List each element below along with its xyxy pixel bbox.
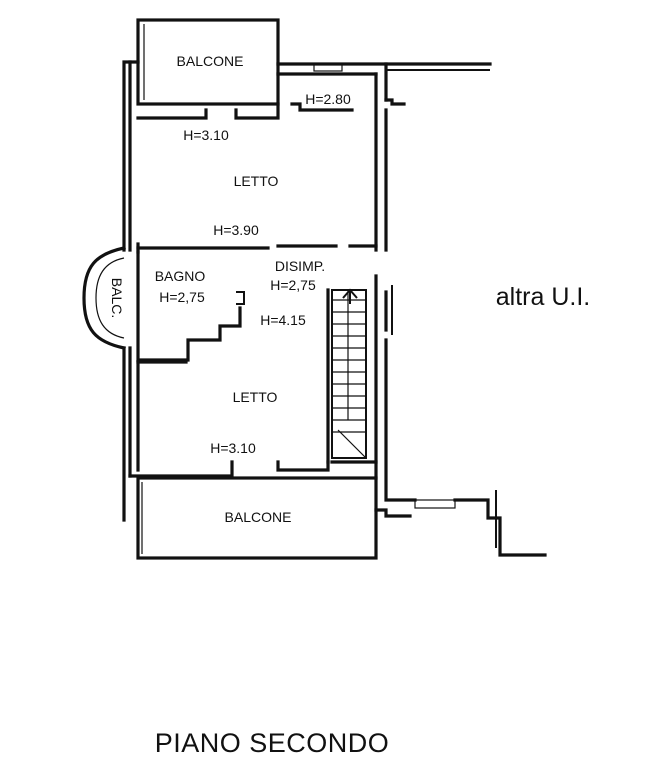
small-balcony-label: BALC. [109, 278, 125, 318]
small-balcony [82, 246, 126, 350]
balcony-bottom-label: BALCONE [225, 509, 292, 525]
outer-walls [122, 60, 547, 557]
height-top-right-label: H=2.80 [305, 91, 351, 107]
window-top [313, 63, 343, 72]
hallway-label: DISIMP. [275, 258, 325, 274]
balcony-top-label: BALCONE [177, 53, 244, 69]
height-top-bedroom-bottom-label: H=3.90 [213, 222, 259, 238]
stairs [326, 288, 367, 464]
height-stairs-label: H=4.15 [260, 312, 306, 328]
balcony-bottom [136, 476, 378, 560]
bedroom-top-label: LETTO [234, 173, 279, 189]
bathroom-label: BAGNO [155, 268, 206, 284]
bedroom-top [136, 102, 378, 254]
height-bottom-bedroom-label: H=3.10 [210, 440, 256, 456]
height-top-bedroom-label: H=3.10 [183, 127, 229, 143]
bedroom-bottom-label: LETTO [233, 389, 278, 405]
bedroom-bottom [128, 360, 378, 478]
floor-title: PIANO SECONDO [155, 728, 390, 758]
hallway-height-label: H=2,75 [270, 277, 316, 293]
window-bottom-right [414, 499, 456, 509]
bathroom [136, 250, 245, 362]
bathroom-height-label: H=2,75 [159, 289, 205, 305]
other-unit-label: altra U.I. [496, 283, 590, 311]
